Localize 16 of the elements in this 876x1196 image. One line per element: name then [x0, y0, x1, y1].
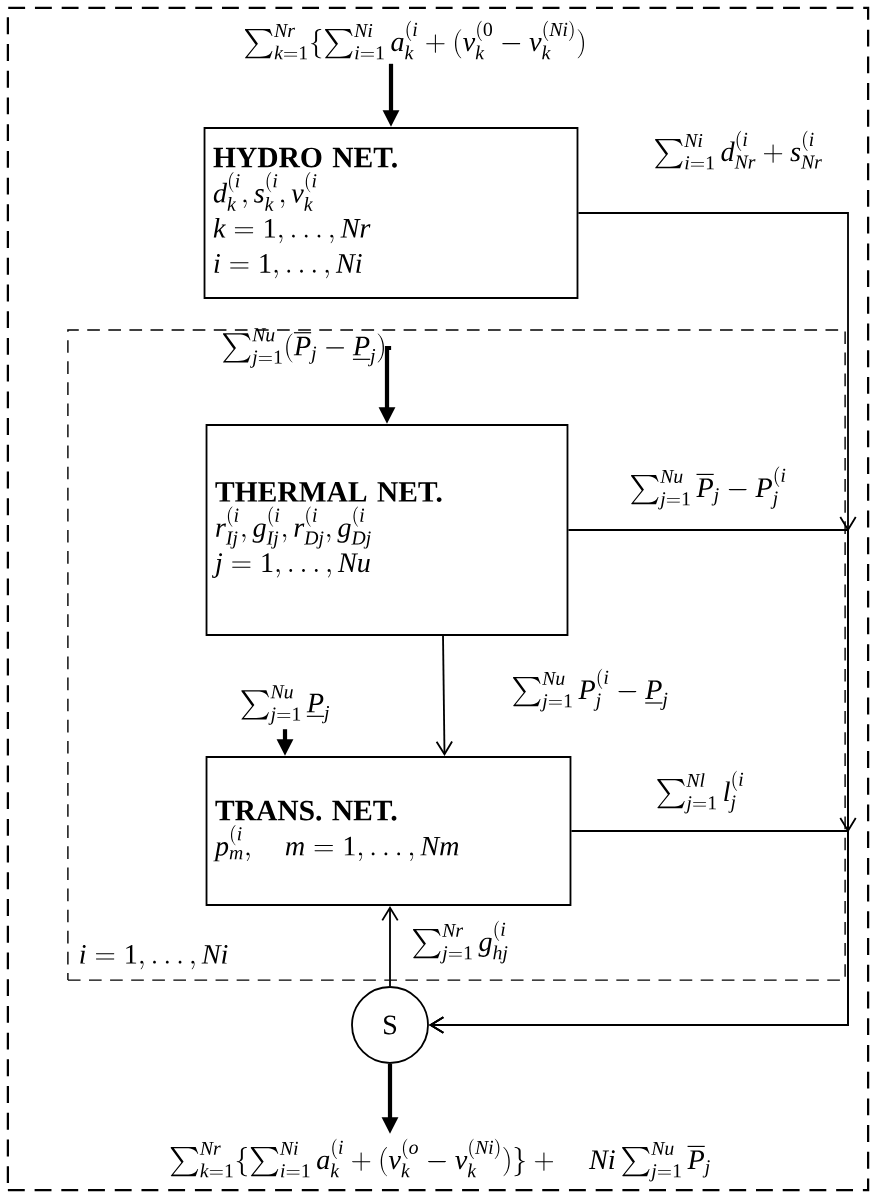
edge-label: $\sum_{j=1}^{Nl} l_j^{(i}$ — [654, 769, 746, 815]
edge-label: $\sum_{j=1}^{Nr} g_{hj}^{(i}$ — [410, 919, 510, 965]
arrow — [428, 817, 857, 1034]
process-box: THERMAL NET. $r_{Ij}^{(i}, g_{Ij}^{(i}, r_{Dj}^{(i}, g_{Dj}^{(i}$ $j = 1, \ldots, Nu$ — [205, 424, 569, 636]
edge-label: $\sum_{i=1}^{Ni} d_{Nr}^{(i} + s_{Nr}^{(i}$ — [652, 129, 824, 171]
formula-text: $\sum_{k=1}^{Nr}\{\sum_{i=1}^{Ni} a_k^{(i}+(v_k^{(o} - v_k^{(Ni)})\}+ \quad Ni\sum_{j=1}^{Nu}\overline{P}_j$ — [170, 1138, 710, 1182]
formula-text: $\sum_{j=1}^{Nu} \underline{P}_j$ — [241, 685, 330, 725]
edge-label: $\sum_{j=1}^{Nu} P_j^{(i} - \underline{P}_j$ — [510, 667, 670, 713]
arrow — [435, 635, 453, 757]
dashed-frame — [6, 6, 870, 1192]
formula-text: $\sum_{j=1}^{Nu}(\overline{P}_j - \underline{P}_j)$ — [223, 328, 384, 368]
process-box: HYDRO NET. $d_k^{(i}, s_k^{(i}, v_k^{(i}$ $k = 1, \ldots, Nr$ $i = 1, \ldots, Ni$ — [203, 127, 579, 299]
formula-text: $\sum_{k=1}^{Nr}\{\sum_{i=1}^{Ni} a_k^{(i} + (v_k^{(0} - v_k^{(Ni)})$ — [245, 20, 584, 60]
edge-label: $\sum_{j=1}^{Nu} \overline{P}_j - P_j^{(i}$ — [628, 465, 788, 511]
arrow — [381, 905, 399, 987]
process-box: TRANS. NET. $p_m^{(i}, \quad m = 1, \ldots, Nm$ — [205, 756, 572, 906]
